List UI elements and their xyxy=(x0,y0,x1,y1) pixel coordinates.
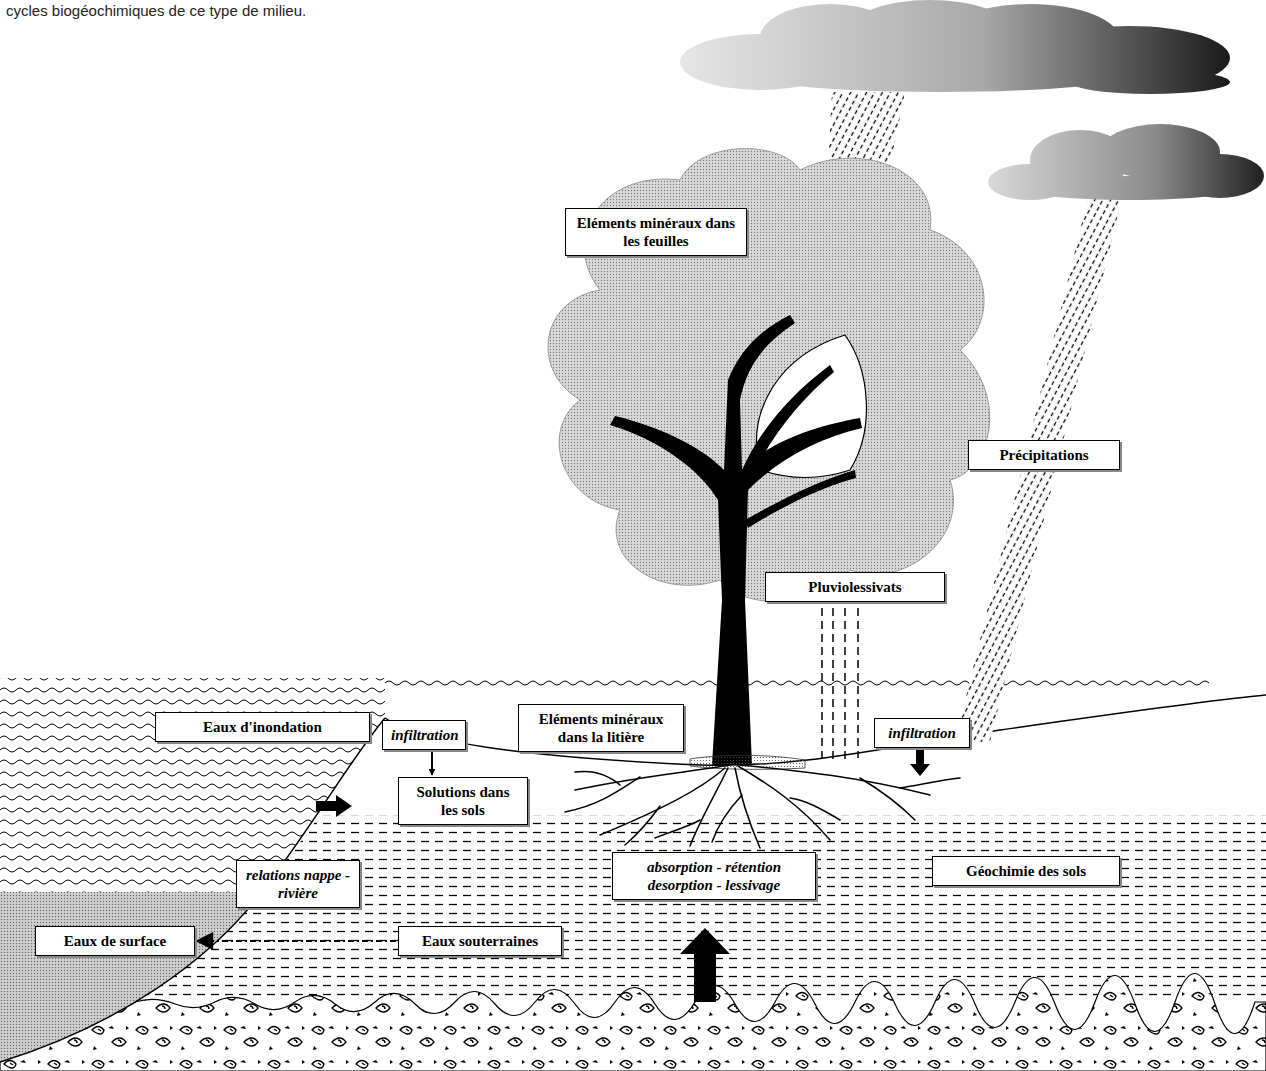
box-text: Précipitations xyxy=(977,446,1111,464)
caption-fragment: cycles biogéochimiques de ce type de mil… xyxy=(6,2,306,19)
compartment-box: Eaux de surface xyxy=(35,926,195,956)
box-text: infiltration xyxy=(883,724,961,742)
tree-crown xyxy=(548,149,990,602)
flood-level xyxy=(385,681,1209,685)
box-text: infiltration xyxy=(391,726,457,744)
compartment-box: Géochimie des sols xyxy=(932,856,1120,886)
box-text: Eaux de surface xyxy=(44,932,186,950)
soil-layer xyxy=(135,815,1266,1002)
box-text: Eaux souterraines xyxy=(407,932,553,950)
flux-box: Précipitations xyxy=(968,440,1120,470)
flow-connector xyxy=(197,940,396,942)
flux-box: Pluviolessivats xyxy=(765,572,945,602)
flow-arrow xyxy=(316,795,352,817)
river xyxy=(0,892,262,1062)
process-box: infiltration xyxy=(382,720,466,750)
box-text: relations nappe - rivière xyxy=(245,866,351,902)
roots xyxy=(565,765,960,848)
weathering-arrow xyxy=(680,928,730,1002)
infiltration-arrow xyxy=(910,750,930,776)
process-box: absorption - rétention desorption - less… xyxy=(612,852,816,900)
box-text: Eléments minéraux dans la litière xyxy=(527,710,675,746)
box-text: absorption - rétention desorption - less… xyxy=(621,858,807,894)
compartment-box: Eléments minéraux dans la litière xyxy=(518,704,684,752)
compartment-box: Solutions dans les sols xyxy=(398,777,528,825)
litter xyxy=(690,755,805,769)
cloud xyxy=(988,124,1264,200)
compartment-box: Eaux d'inondation xyxy=(155,712,370,742)
box-text: Solutions dans les sols xyxy=(407,783,519,819)
box-text: Géochimie des sols xyxy=(941,862,1111,880)
cloud xyxy=(680,0,1230,94)
compartment-box: Eaux souterraines xyxy=(398,926,562,956)
ground-surface xyxy=(385,695,1266,765)
box-text: Eaux d'inondation xyxy=(164,718,361,736)
tree-branch xyxy=(742,365,856,528)
river-bank xyxy=(0,718,385,1062)
tree-trunk xyxy=(610,315,862,765)
process-box: infiltration xyxy=(874,718,970,748)
process-box: relations nappe - rivière xyxy=(236,860,360,908)
box-text: Pluviolessivats xyxy=(774,578,936,596)
flow-connector xyxy=(431,752,433,775)
compartment-box: Eléments minéraux dans les feuilles xyxy=(565,208,747,256)
bedrock xyxy=(0,973,1266,1071)
box-text: Eléments minéraux dans les feuilles xyxy=(574,214,738,250)
